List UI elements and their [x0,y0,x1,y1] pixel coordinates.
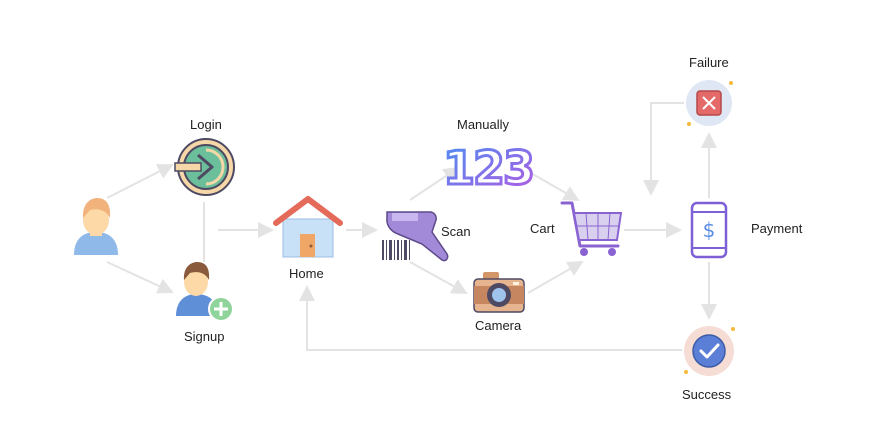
shopping-cart-icon [560,201,623,256]
svg-text:$: $ [703,218,716,242]
arrow-scan-camera [409,261,468,294]
failure-label: Failure [689,55,729,70]
signup-icon [176,262,234,322]
user-icon [74,198,118,255]
arrow-user-signup [106,261,174,294]
arrow-manually-cart [521,167,580,201]
arrow-scan-manually [409,166,460,201]
login-icon [174,138,235,196]
login-label: Login [190,117,222,132]
camera-icon [473,272,525,313]
payment-label: Payment [751,221,803,236]
scan-label: Scan [441,224,471,239]
phone-payment-icon: $ [690,201,728,259]
connectors [106,102,717,351]
arrow-failure-payment [643,102,684,196]
svg-text:123: 123 [443,141,533,195]
arrow-success-home [299,285,682,351]
failure-icon [686,80,733,126]
number-123-icon: 123 [441,140,536,197]
camera-label: Camera [475,318,522,333]
success-icon [684,326,735,376]
signup-label: Signup [184,329,225,344]
home-label: Home [289,266,324,281]
house-icon [273,196,343,258]
arrow-user-login [106,164,174,199]
success-label: Success [682,387,732,402]
manually-label: Manually [457,117,510,132]
barcode-scanner-icon [382,211,449,262]
cart-label: Cart [530,221,555,236]
arrow-camera-cart [527,261,584,294]
